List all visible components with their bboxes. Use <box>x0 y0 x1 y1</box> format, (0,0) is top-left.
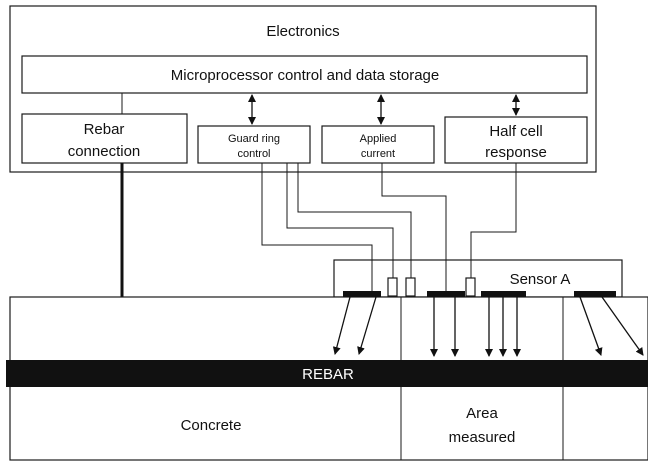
electrode-center-2 <box>481 291 526 297</box>
rebar-connection-box <box>21 113 188 164</box>
rebar-bar <box>6 360 648 387</box>
area-measured-label-line1: Area <box>466 405 498 422</box>
microprocessor-box <box>21 55 588 94</box>
rebar-connection-label-line2: connection <box>68 143 141 160</box>
applied-current-label-line1: Applied <box>360 133 397 145</box>
guard-ring-wire-2 <box>286 163 394 278</box>
guard-probe-2 <box>405 277 416 297</box>
current-arrow-9 <box>601 296 644 356</box>
rebar-connection-label-line1: Rebar <box>84 121 125 138</box>
electrode-right <box>574 291 616 297</box>
guard-ring-control-box <box>197 125 311 164</box>
sensor-a-label: Sensor A <box>510 271 571 288</box>
current-arrow-8 <box>579 296 603 356</box>
microprocessor-label: Microprocessor control and data storage <box>171 67 439 84</box>
concrete-label: Concrete <box>181 417 242 434</box>
guard-ring-control-label-line1: Guard ring <box>228 133 280 145</box>
guard-probe-1 <box>387 277 398 297</box>
rebar-label: REBAR <box>302 366 354 383</box>
half-cell-wire <box>470 163 517 278</box>
current-arrow-2 <box>357 296 377 355</box>
applied-current-wire <box>381 163 447 292</box>
half-cell-response-box <box>444 116 588 164</box>
guard-ring-wire-3 <box>297 163 412 278</box>
half-cell-probe <box>465 277 476 297</box>
electrode-center-1 <box>427 291 465 297</box>
electrode-left <box>343 291 381 297</box>
half-cell-response-label-line2: response <box>485 144 547 161</box>
area-measured-label-line2: measured <box>449 429 516 446</box>
applied-current-box <box>321 125 435 164</box>
sensor-a-box <box>333 259 623 298</box>
electronics-label: Electronics <box>266 23 339 40</box>
guard-ring-control-label-line2: control <box>237 148 270 160</box>
guard-ring-wire-1 <box>261 163 373 292</box>
half-cell-response-label-line1: Half cell <box>489 123 542 140</box>
current-arrow-1 <box>332 296 351 355</box>
applied-current-label-line2: current <box>361 148 395 160</box>
